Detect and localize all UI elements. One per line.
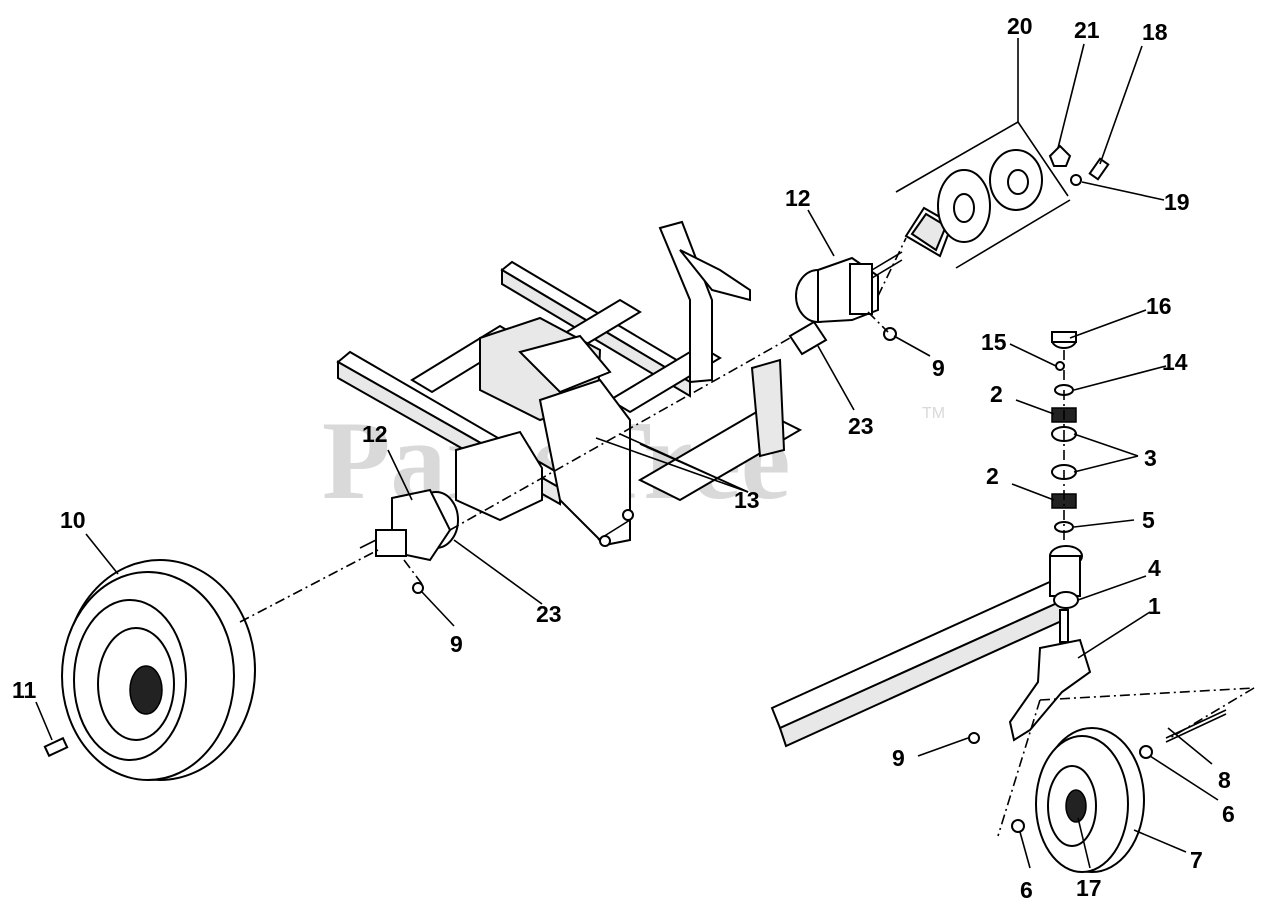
callout-11: 11 <box>12 677 37 703</box>
callout-2-upper: 2 <box>990 381 1003 407</box>
callout-16: 16 <box>1146 293 1172 319</box>
callout-12-upper: 12 <box>785 185 811 211</box>
callout-13: 13 <box>734 487 760 513</box>
caster-hardware-stack <box>1051 331 1077 533</box>
callout-9-lower: 9 <box>450 631 463 657</box>
callout-2-lower: 2 <box>986 463 999 489</box>
callout-9-upper: 9 <box>932 355 945 381</box>
callout-6-left: 6 <box>1020 877 1033 903</box>
callout-23-lower: 23 <box>536 601 562 627</box>
callout-18: 18 <box>1142 19 1168 45</box>
callout-20: 20 <box>1007 13 1033 39</box>
callout-12-lower: 12 <box>362 421 388 447</box>
callout-3: 3 <box>1144 445 1157 471</box>
callout-5: 5 <box>1142 507 1155 533</box>
wheel-motor-upper <box>795 251 903 324</box>
callout-15: 15 <box>981 329 1007 355</box>
spacer-upper <box>788 320 897 356</box>
watermark-trademark: TM <box>922 405 945 422</box>
callout-23-upper: 23 <box>848 413 874 439</box>
callout-14: 14 <box>1162 349 1188 375</box>
rear-wheel <box>43 559 256 781</box>
callout-8: 8 <box>1218 767 1231 793</box>
callout-9-right: 9 <box>892 745 905 771</box>
callout-1: 1 <box>1148 593 1161 619</box>
callout-19: 19 <box>1164 189 1190 215</box>
caster-wheel <box>968 709 1227 873</box>
callout-10: 10 <box>60 507 86 533</box>
wheel-motor-lower <box>359 488 459 594</box>
callout-7: 7 <box>1190 847 1203 873</box>
callout-6-right: 6 <box>1222 801 1235 827</box>
callout-21: 21 <box>1074 17 1100 43</box>
callout-4: 4 <box>1148 555 1161 581</box>
main-frame <box>336 220 803 547</box>
caster-arm <box>770 545 1092 748</box>
callout-17: 17 <box>1076 875 1102 901</box>
pulley-assembly <box>904 144 1110 258</box>
